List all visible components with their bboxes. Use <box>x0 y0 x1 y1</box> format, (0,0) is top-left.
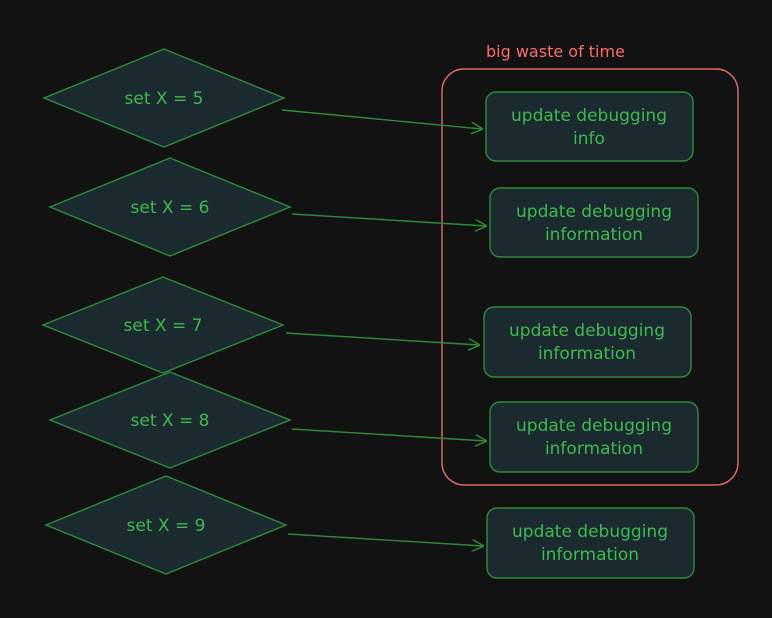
frame-border <box>441 68 739 486</box>
action-node: update debugging information <box>486 507 695 579</box>
action-node: update debugging info <box>485 91 694 162</box>
decision-label: set X = 9 <box>127 516 206 536</box>
decision-diamond <box>48 371 292 469</box>
decision-node: set X = 8 <box>48 371 292 469</box>
action-label-line2: info <box>573 129 605 149</box>
decision-label: set X = 5 <box>125 89 204 109</box>
action-box <box>489 401 699 473</box>
decision-label: set X = 6 <box>131 198 210 218</box>
action-label-line1: update debugging <box>516 202 672 222</box>
arrow-group <box>281 109 486 546</box>
decision-diamond <box>48 157 292 257</box>
frame-label: big waste of time <box>486 42 625 61</box>
arrow <box>285 332 479 345</box>
arrow <box>281 109 482 129</box>
action-label-line2: information <box>545 439 643 459</box>
action-box <box>483 306 692 378</box>
action-box <box>485 91 694 162</box>
arrow <box>291 213 486 226</box>
action-label-line1: update debugging <box>516 416 672 436</box>
action-node: update debugging information <box>483 306 692 378</box>
decision-label: set X = 8 <box>131 411 210 431</box>
decision-diamond <box>42 48 286 148</box>
action-node: update debugging information <box>489 187 699 258</box>
decision-diamond <box>41 276 285 374</box>
action-box <box>486 507 695 579</box>
decision-node: set X = 7 <box>41 276 285 374</box>
action-label-line2: information <box>541 545 639 565</box>
action-label-line1: update debugging <box>511 106 667 126</box>
decision-node: set X = 6 <box>48 157 292 257</box>
decision-label: set X = 7 <box>124 316 203 336</box>
action-label-line2: information <box>545 225 643 245</box>
action-box <box>489 187 699 258</box>
action-label-line1: update debugging <box>509 321 665 341</box>
decision-diamond <box>44 475 288 575</box>
action-label-line2: information <box>538 344 636 364</box>
decision-node: set X = 9 <box>44 475 288 575</box>
action-node: update debugging information <box>489 401 699 473</box>
arrow <box>291 428 486 441</box>
decision-group: set X = 5 set X = 6 set X = 7 set X = 8 … <box>41 48 292 575</box>
decision-node: set X = 5 <box>42 48 286 148</box>
action-label-line1: update debugging <box>512 522 668 542</box>
arrow <box>287 533 483 546</box>
action-group: update debugging info update debugging i… <box>483 91 699 579</box>
